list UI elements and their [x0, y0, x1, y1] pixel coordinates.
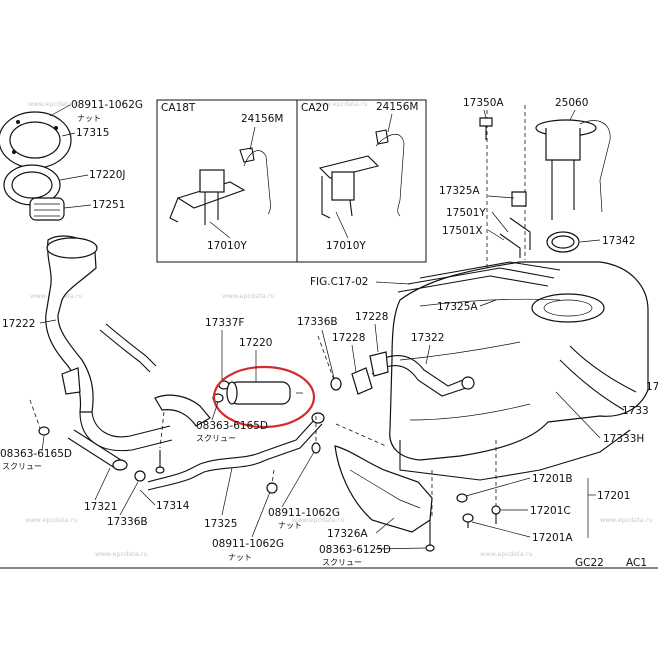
fuel-filter-17220: [212, 365, 316, 429]
leader-lines: [39, 104, 601, 550]
watermark: www.epcdata.ru: [222, 292, 275, 300]
label-17201A: 17201A: [532, 532, 573, 544]
label-17336B-mid: 17336B: [297, 316, 338, 328]
label-code-ac: AC1: [626, 557, 647, 569]
label-screw-left: 08363-6165D: [0, 448, 72, 460]
fuel-tank-group: [330, 261, 649, 552]
label-17325A-top: 17325A: [439, 185, 480, 197]
label-nut-mid-jp: ナット: [278, 521, 302, 530]
label-17325A-mid: 17325A: [437, 301, 478, 313]
label-17-cut: 17: [646, 381, 658, 393]
label-screw-center-jp: スクリュー: [196, 434, 236, 443]
label-17228-b: 17228: [332, 332, 365, 344]
label-code-gc22: GC22: [575, 557, 604, 569]
label-17333H: 17333H: [603, 433, 644, 445]
label-nut-bottom-jp: ナット: [228, 553, 252, 562]
highlight-circle: [212, 365, 316, 429]
guide-lines: [29, 335, 387, 485]
hose-17321-group: [38, 426, 165, 482]
label-screw-center: 08363-6165D: [196, 420, 268, 432]
label-17201C: 17201C: [530, 505, 571, 517]
label-17501X: 17501X: [442, 225, 483, 237]
label-nut-mid: 08911-1062G: [268, 507, 340, 519]
label-17220J: 17220J: [89, 169, 126, 181]
watermark: www.epcdata.ru: [95, 550, 148, 558]
label-1733-cut: 1733: [622, 405, 649, 417]
sender-unit-group: [479, 105, 611, 300]
label-screw-left-jp: スクリュー: [2, 462, 42, 471]
filler-neck-group: [0, 111, 211, 452]
label-screw-bottom: 08363-6125D: [319, 544, 391, 556]
label-17314: 17314: [156, 500, 190, 512]
label-screw-bottom-jp: スクリュー: [322, 558, 362, 567]
label-17350A: 17350A: [463, 97, 504, 109]
label-17325: 17325: [204, 518, 237, 530]
label-nut-bottom: 08911-1062G: [212, 538, 284, 550]
watermark: www.epcdata.ru: [480, 550, 533, 558]
watermark: www.epcdata.ru: [292, 516, 345, 524]
watermark: www.epcdata.ru: [25, 516, 78, 524]
label-nut-top: 08911-1062G: [71, 99, 143, 111]
label-17336B-bottom: 17336B: [107, 516, 148, 528]
label-17322: 17322: [411, 332, 444, 344]
label-17342: 17342: [602, 235, 635, 247]
label-inset-left-17010Y: 17010Y: [207, 240, 247, 252]
inset-right-title: CA20: [301, 102, 329, 114]
watermark: www.epcdata.ru: [600, 516, 653, 524]
watermark: www.epcdata.ru: [315, 100, 368, 108]
label-17321: 17321: [84, 501, 117, 513]
label-17222: 17222: [2, 318, 35, 330]
label-nut-top-jp: ナット: [77, 114, 101, 123]
label-fig-ref: FIG.C17-02: [310, 276, 368, 288]
label-inset-left-24156M: 24156M: [241, 113, 283, 125]
pipe-17325-group: [147, 380, 325, 494]
part-labels: 08911-1062G ナット 17315 17220J 17251 17222…: [0, 97, 658, 569]
watermark: www.epcdata.ru: [28, 100, 81, 108]
label-17201: 17201: [597, 490, 630, 502]
label-17326A: 17326A: [327, 528, 368, 540]
inset-ca20: [296, 99, 427, 263]
inset-left-title: CA18T: [161, 102, 196, 114]
label-inset-right-24156M: 24156M: [376, 101, 418, 113]
label-17220: 17220: [239, 337, 272, 349]
label-17201B: 17201B: [532, 473, 573, 485]
label-25060: 25060: [555, 97, 588, 109]
label-inset-right-17010Y: 17010Y: [326, 240, 366, 252]
label-17251: 17251: [92, 199, 125, 211]
label-17337F: 17337F: [205, 317, 244, 329]
label-17315: 17315: [76, 127, 109, 139]
label-17228-a: 17228: [355, 311, 388, 323]
label-17501Y: 17501Y: [446, 207, 486, 219]
